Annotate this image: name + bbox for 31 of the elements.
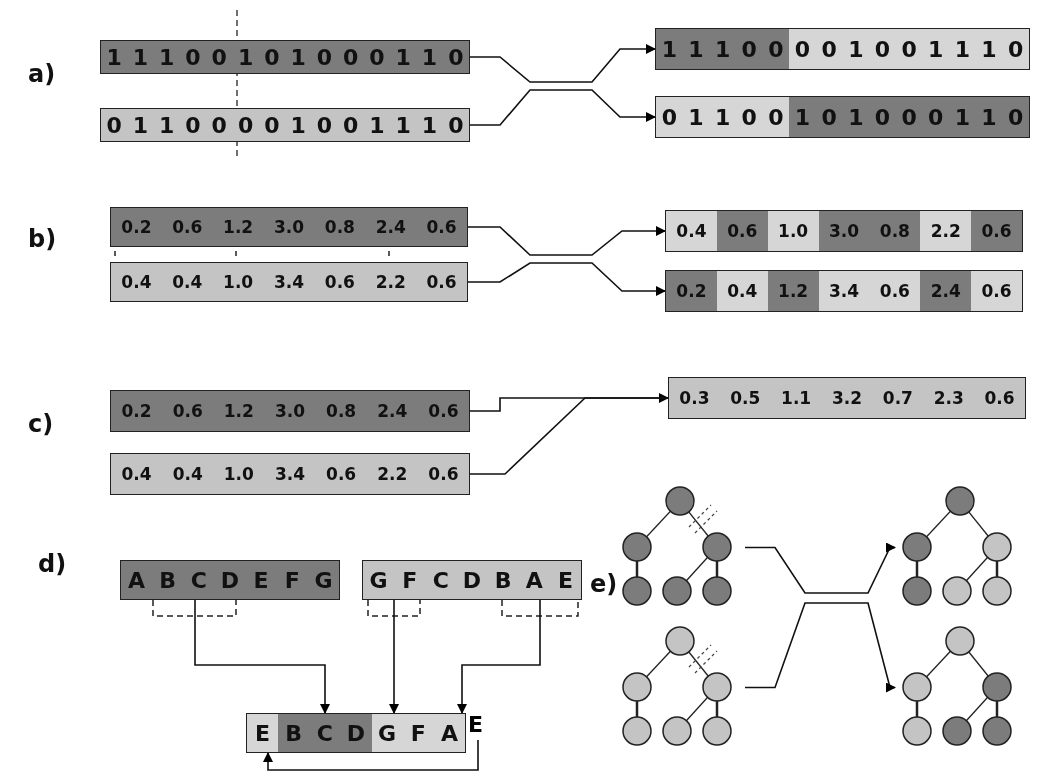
arrow [457,599,541,714]
panel-label: e) [590,570,618,598]
chromosome-string: 0.3 0.5 1.1 3.2 0.7 2.3 0.6 [668,377,1026,419]
chromosome-string: 0.4 0.4 1.0 3.4 0.6 2.2 0.6 [110,262,468,302]
arrow [389,599,399,714]
chromosome-string: 0.4 0.4 1.0 3.4 0.6 2.2 0.6 [110,453,470,495]
chromosome-string: 1 1 1 0 0 0 0 1 0 0 1 1 1 0 [655,28,1030,70]
chromosome-string: 0.2 0.6 1.2 3.0 0.8 2.4 0.6 [110,390,470,432]
chromosome-string: 0.2 0.4 1.2 3.4 0.6 2.4 0.6 [665,270,1023,312]
arrow [194,599,330,714]
arrow [263,739,479,771]
arrow [469,44,656,83]
arrow [469,89,656,126]
panel-label: b) [28,225,57,253]
chromosome-string: A B C D E F G [120,560,340,600]
arrow [744,542,896,594]
arrow [469,393,669,412]
panel-label: c) [28,410,54,438]
chromosome-string: 0 1 1 0 0 0 0 1 0 0 1 1 1 0 [100,108,470,142]
arrow [467,226,666,256]
arrow [744,602,896,693]
chromosome-string: G F C D B A E [362,560,582,600]
chromosome-string: 0.2 0.6 1.2 3.0 0.8 2.4 0.6 [110,207,468,247]
arrow [467,262,666,296]
chromosome-string: 0 1 1 0 0 1 0 1 0 0 0 1 1 0 [655,96,1030,138]
chromosome-string: 1 1 1 0 0 1 0 1 0 0 0 1 1 0 [100,40,470,74]
chromosome-string: 0.4 0.6 1.0 3.0 0.8 2.2 0.6 [665,210,1023,252]
chromosome-string: E B C D G F A [246,713,466,753]
panel-label: a) [28,60,56,88]
panel-label: d) [38,550,67,578]
gene-letter: E [468,712,484,738]
